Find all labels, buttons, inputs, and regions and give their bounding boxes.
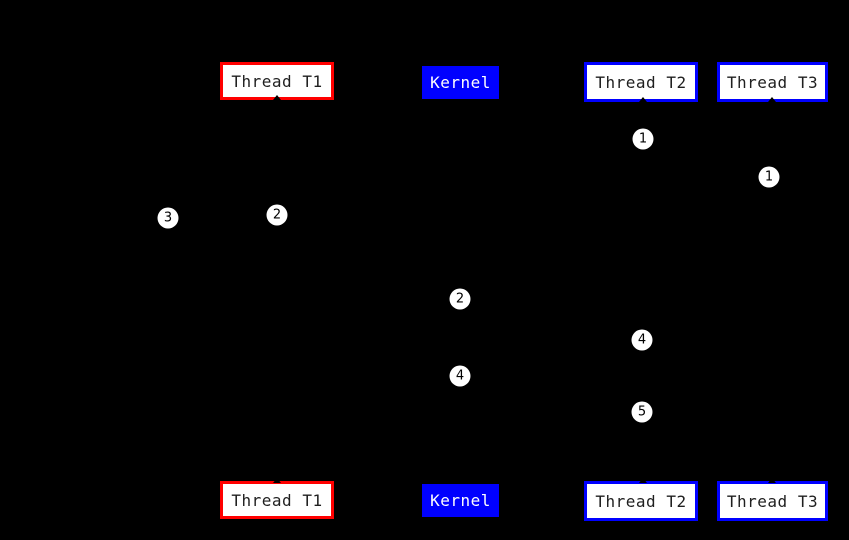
lifeline-notch-thread-t1-bottom [273,478,281,483]
actor-box-thread-t2-top: Thread T2 [584,62,698,102]
step-marker-4: 4 [631,329,653,351]
step-marker-1: 1 [632,128,654,150]
actor-label: Kernel [430,491,491,510]
lifeline-notch-thread-t2-top [639,97,647,102]
step-marker-2: 2 [266,204,288,226]
lifeline-notch-thread-t3-top [768,97,776,102]
step-marker-5: 5 [631,401,653,423]
step-marker-4: 4 [449,365,471,387]
actor-box-thread-t3-top: Thread T3 [717,62,828,102]
actor-box-kernel-bottom: Kernel [422,484,499,517]
actor-label: Thread T3 [726,72,819,92]
step-marker-3: 3 [157,207,179,229]
actor-box-thread-t2-bottom: Thread T2 [584,481,698,521]
step-marker-2: 2 [449,288,471,310]
actor-label: Thread T3 [726,491,819,511]
actor-box-thread-t1-bottom: Thread T1 [220,481,334,519]
lifeline-notch-thread-t1-top [273,95,281,100]
actor-box-thread-t1-top: Thread T1 [220,62,334,100]
step-marker-1: 1 [758,166,780,188]
actor-box-thread-t3-bottom: Thread T3 [717,481,828,521]
actor-label: Thread T1 [231,490,323,510]
lifeline-notch-thread-t2-bottom [639,478,647,483]
actor-label: Thread T2 [595,72,687,92]
actor-box-kernel-top: Kernel [422,66,499,99]
actor-label: Kernel [430,73,491,92]
actor-label: Thread T1 [231,71,323,91]
lifeline-notch-thread-t3-bottom [768,478,776,483]
actor-label: Thread T2 [595,491,687,511]
